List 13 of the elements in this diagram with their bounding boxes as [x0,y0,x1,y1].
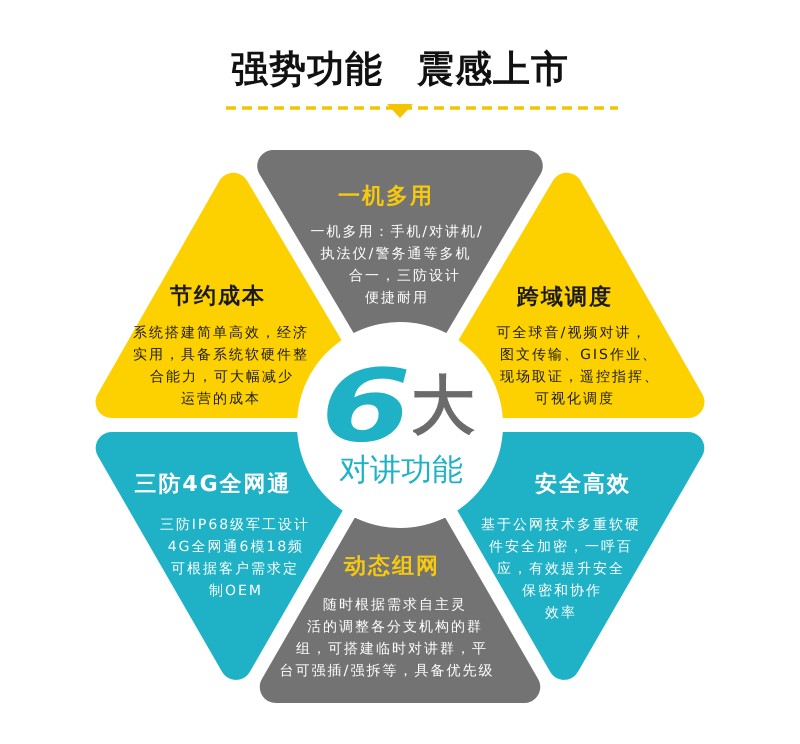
panel-heading: 跨域调度 [517,284,613,312]
panel-heading: 节约成本 [170,284,266,310]
panel-heading: 一机多用 [338,184,434,210]
circle-caption: 对讲功能 [339,452,463,488]
title: 强势功能 震感上市 [231,48,569,92]
panel-heading: 动态组网 [344,554,440,580]
panel-heading: 三防4G全网通 [134,472,292,498]
panel-heading: 安全高效 [535,472,631,498]
large-character: 大 [411,374,475,438]
panel-text: 系统搭建简单高效，经济实用，具备系统软硬件整合能力，可大幅减少运营的成本 [132,324,310,409]
panel-text: 可全球音/视频对讲，图文传输、GIS作业、现场取证，遥控指挥、可视化调度 [496,324,661,409]
panel-text: 一机多用：手机/对讲机/执法仪/警务通等多机合一，三防设计便捷耐用 [309,223,485,308]
large-digit: 6 [320,368,412,444]
